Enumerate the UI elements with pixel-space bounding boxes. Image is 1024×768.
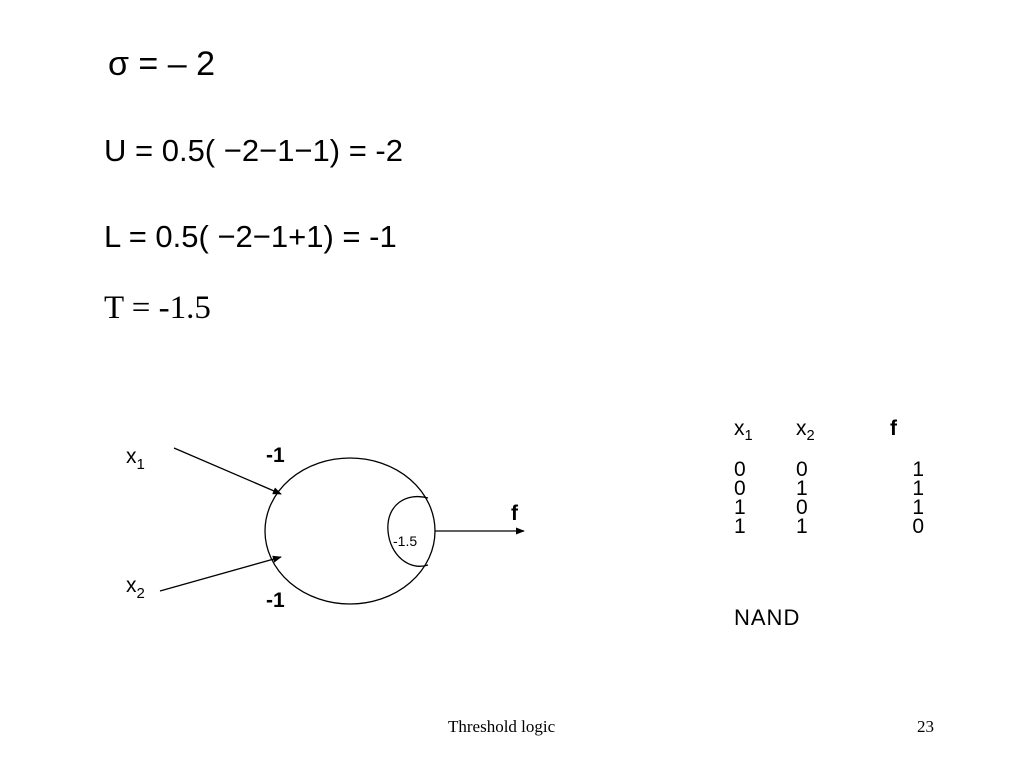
cell-x1: 1 (734, 496, 746, 519)
header-x2: x2 (796, 417, 815, 445)
table-row: 0 0 1 (734, 458, 930, 481)
cell-f: 1 (912, 458, 924, 481)
output-label: f (511, 502, 519, 525)
equation-u: U = 0.5( −2−1−1) = -2 (104, 133, 403, 168)
truth-table-header: x1 x2 f (734, 412, 930, 446)
input-x1-edge (173, 447, 282, 495)
header-f: f (890, 417, 897, 440)
weight-x1-label: -1 (266, 444, 285, 467)
table-row: 1 0 1 (734, 496, 930, 519)
cell-x1: 0 (734, 458, 746, 481)
slide-page-number: 23 (917, 717, 934, 736)
cell-x2: 0 (796, 496, 808, 519)
table-row: 1 1 0 (734, 515, 930, 538)
truth-table: x1 x2 f 0 0 1 0 1 1 1 0 1 1 1 0 (734, 412, 930, 538)
header-x1: x1 (734, 417, 753, 445)
equation-sigma: σ = – 2 (108, 45, 215, 83)
table-row: 0 1 1 (734, 477, 930, 500)
cell-x1: 0 (734, 477, 746, 500)
equation-t: T = -1.5 (104, 290, 211, 326)
equation-l: L = 0.5( −2−1+1) = -1 (104, 219, 397, 254)
cell-x2: 1 (796, 477, 808, 500)
cell-f: 0 (912, 515, 924, 538)
cell-f: 1 (912, 477, 924, 500)
cell-f: 1 (912, 496, 924, 519)
cell-x2: 0 (796, 458, 808, 481)
cell-x2: 1 (796, 515, 808, 538)
threshold-value: -1.5 (393, 533, 417, 549)
threshold-arc (387, 496, 429, 567)
threshold-element-circle (264, 457, 436, 605)
weight-x2-label: -1 (266, 589, 285, 612)
input-x2-edge (159, 555, 282, 592)
input-x2-label: x2 (126, 574, 145, 602)
cell-x1: 1 (734, 515, 746, 538)
gate-name-label: NAND (734, 605, 801, 630)
slide-footer-title: Threshold logic (448, 717, 556, 736)
input-x1-label: x1 (126, 445, 145, 473)
